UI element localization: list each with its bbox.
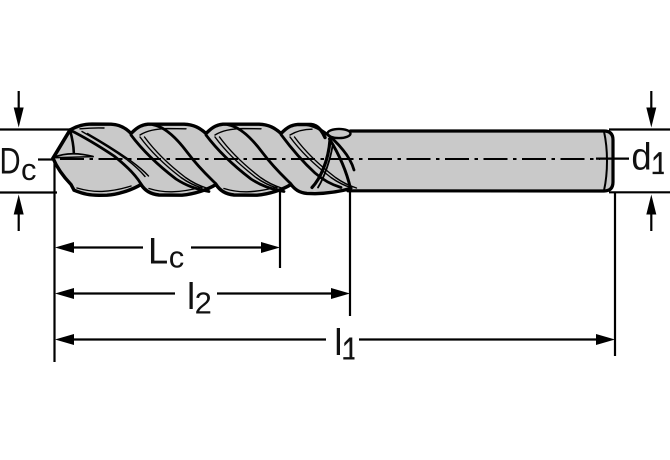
svg-text:d: d xyxy=(631,135,651,178)
svg-text:2: 2 xyxy=(195,286,212,321)
svg-text:l: l xyxy=(187,276,195,317)
svg-text:D: D xyxy=(0,141,21,182)
svg-text:l: l xyxy=(334,322,342,363)
svg-text:c: c xyxy=(21,152,37,187)
svg-text:L: L xyxy=(148,230,168,271)
svg-text:c: c xyxy=(169,240,185,275)
